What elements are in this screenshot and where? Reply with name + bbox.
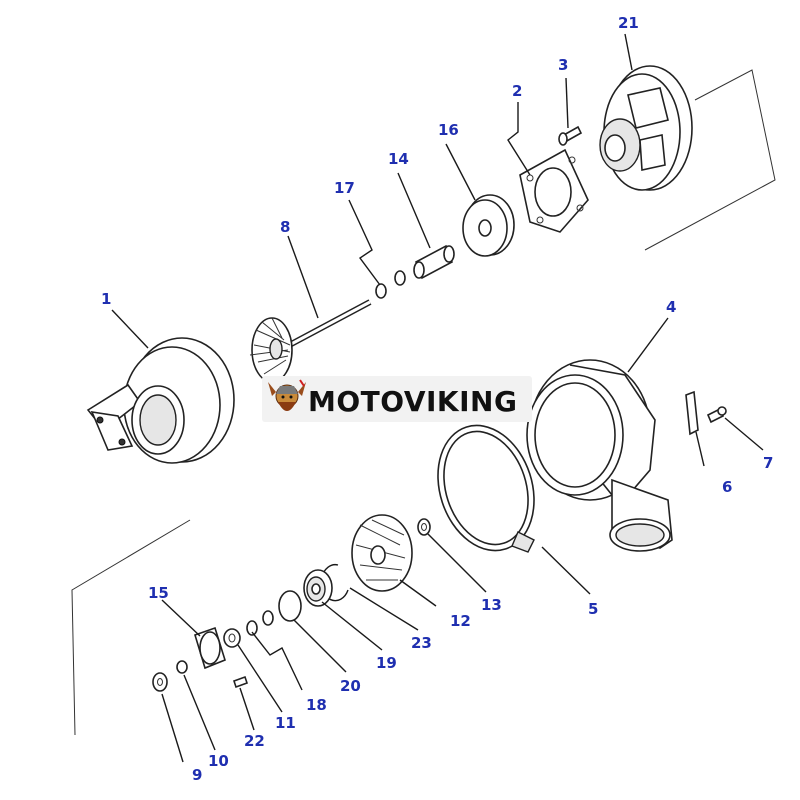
- part-3-bolt: [558, 125, 583, 146]
- part-19-seal: [303, 569, 333, 607]
- part-8-turbine-shaft: [249, 299, 372, 383]
- callout-14: 14: [388, 150, 409, 168]
- part-14-sleeve: [413, 244, 455, 280]
- viking-mascot-icon: [268, 379, 306, 411]
- part-2-gasket: [519, 148, 589, 233]
- part-21-center-housing: [599, 65, 693, 191]
- brand-watermark: MOTOVIKING: [262, 376, 532, 422]
- callout-15: 15: [148, 584, 169, 602]
- part-12-compressor-wheel: [351, 514, 413, 592]
- callout-21: 21: [618, 14, 639, 32]
- part-16-heat-shield: [462, 194, 515, 257]
- brand-backdrop: [262, 376, 532, 422]
- part-18-washers: [246, 610, 274, 636]
- callout-18: 18: [306, 696, 327, 714]
- callout-9: 9: [192, 766, 202, 784]
- part-1-turbine-housing: [86, 337, 235, 464]
- part-15-thrust-bearing: [194, 626, 226, 670]
- callout-22: 22: [244, 732, 265, 750]
- callout-23: 23: [411, 634, 432, 652]
- brand-name: MOTOVIKING: [308, 385, 517, 418]
- part-4-compressor-housing: [526, 359, 673, 552]
- part-13-nut: [417, 518, 431, 536]
- part-20-o-ring: [278, 590, 302, 622]
- part-17-rings: [375, 270, 406, 299]
- callout-16: 16: [438, 121, 459, 139]
- callout-4: 4: [666, 298, 676, 316]
- callout-1: 1: [101, 290, 111, 308]
- callout-labels: 1 2 3 4 5 6 7 8 9 10 11 12 13 14 15 16 1…: [101, 14, 773, 784]
- part-9-washer: [152, 672, 168, 692]
- leader-lines: [111, 33, 764, 763]
- callout-10: 10: [208, 752, 229, 770]
- frame-lines: [71, 69, 776, 736]
- part-6-bracket: [685, 390, 699, 436]
- callout-13: 13: [481, 596, 502, 614]
- callout-5: 5: [588, 600, 598, 618]
- callout-6: 6: [722, 478, 732, 496]
- callout-7: 7: [763, 454, 773, 472]
- callout-8: 8: [280, 218, 290, 236]
- part-22-pin: [232, 675, 249, 689]
- callout-12: 12: [450, 612, 471, 630]
- callout-19: 19: [376, 654, 397, 672]
- callout-3: 3: [558, 56, 568, 74]
- part-5-vband-clamp: [437, 424, 535, 553]
- part-11-collar: [223, 628, 241, 648]
- part-7-screw: [706, 406, 727, 424]
- callout-11: 11: [275, 714, 296, 732]
- callout-17: 17: [334, 179, 355, 197]
- callout-20: 20: [340, 677, 361, 695]
- callout-2: 2: [512, 82, 522, 100]
- part-10-nut: [176, 660, 188, 674]
